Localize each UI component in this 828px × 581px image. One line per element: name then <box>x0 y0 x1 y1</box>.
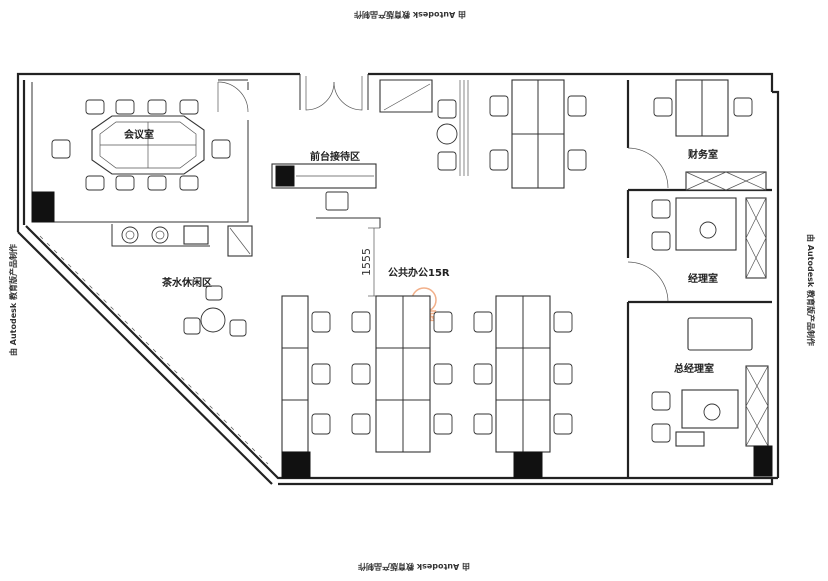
meeting-room-walls <box>31 79 249 223</box>
open-office-chairs <box>311 311 573 435</box>
meeting-chairs <box>51 99 231 191</box>
column-meeting <box>31 191 55 223</box>
watermark-right: 由 Autodesk 教育版产品制作 <box>806 234 816 346</box>
reception-area <box>271 79 469 228</box>
label-tea: 茶水休闲区 <box>161 276 212 289</box>
label-meeting-room: 会议室 <box>124 128 154 141</box>
tea-area <box>111 224 253 337</box>
label-finance: 财务室 <box>687 148 718 161</box>
entrance-door <box>299 74 369 111</box>
window-hatch <box>39 235 269 465</box>
dimension-text: 1555 <box>360 248 373 276</box>
label-manager: 经理室 <box>688 272 718 285</box>
finance-room <box>653 79 767 191</box>
exterior-walls <box>16 72 780 486</box>
watermark-left: 由 Autodesk 教育版产品制作 <box>8 244 18 356</box>
label-reception: 前台接待区 <box>310 150 360 163</box>
watermark-bottom: 由 Autodesk 教育版产品制作 <box>358 562 470 572</box>
label-gm: 总经理室 <box>674 362 714 375</box>
meeting-table <box>91 115 205 175</box>
label-open-office: 公共办公15R <box>388 266 450 279</box>
manager-room <box>651 197 767 279</box>
workstation-block-top <box>489 79 587 189</box>
partition-hatch <box>459 80 469 176</box>
gm-room <box>651 317 773 477</box>
open-office-desks <box>281 295 551 479</box>
watermark-top: 由 Autodesk 教育版产品制作 <box>354 10 466 20</box>
